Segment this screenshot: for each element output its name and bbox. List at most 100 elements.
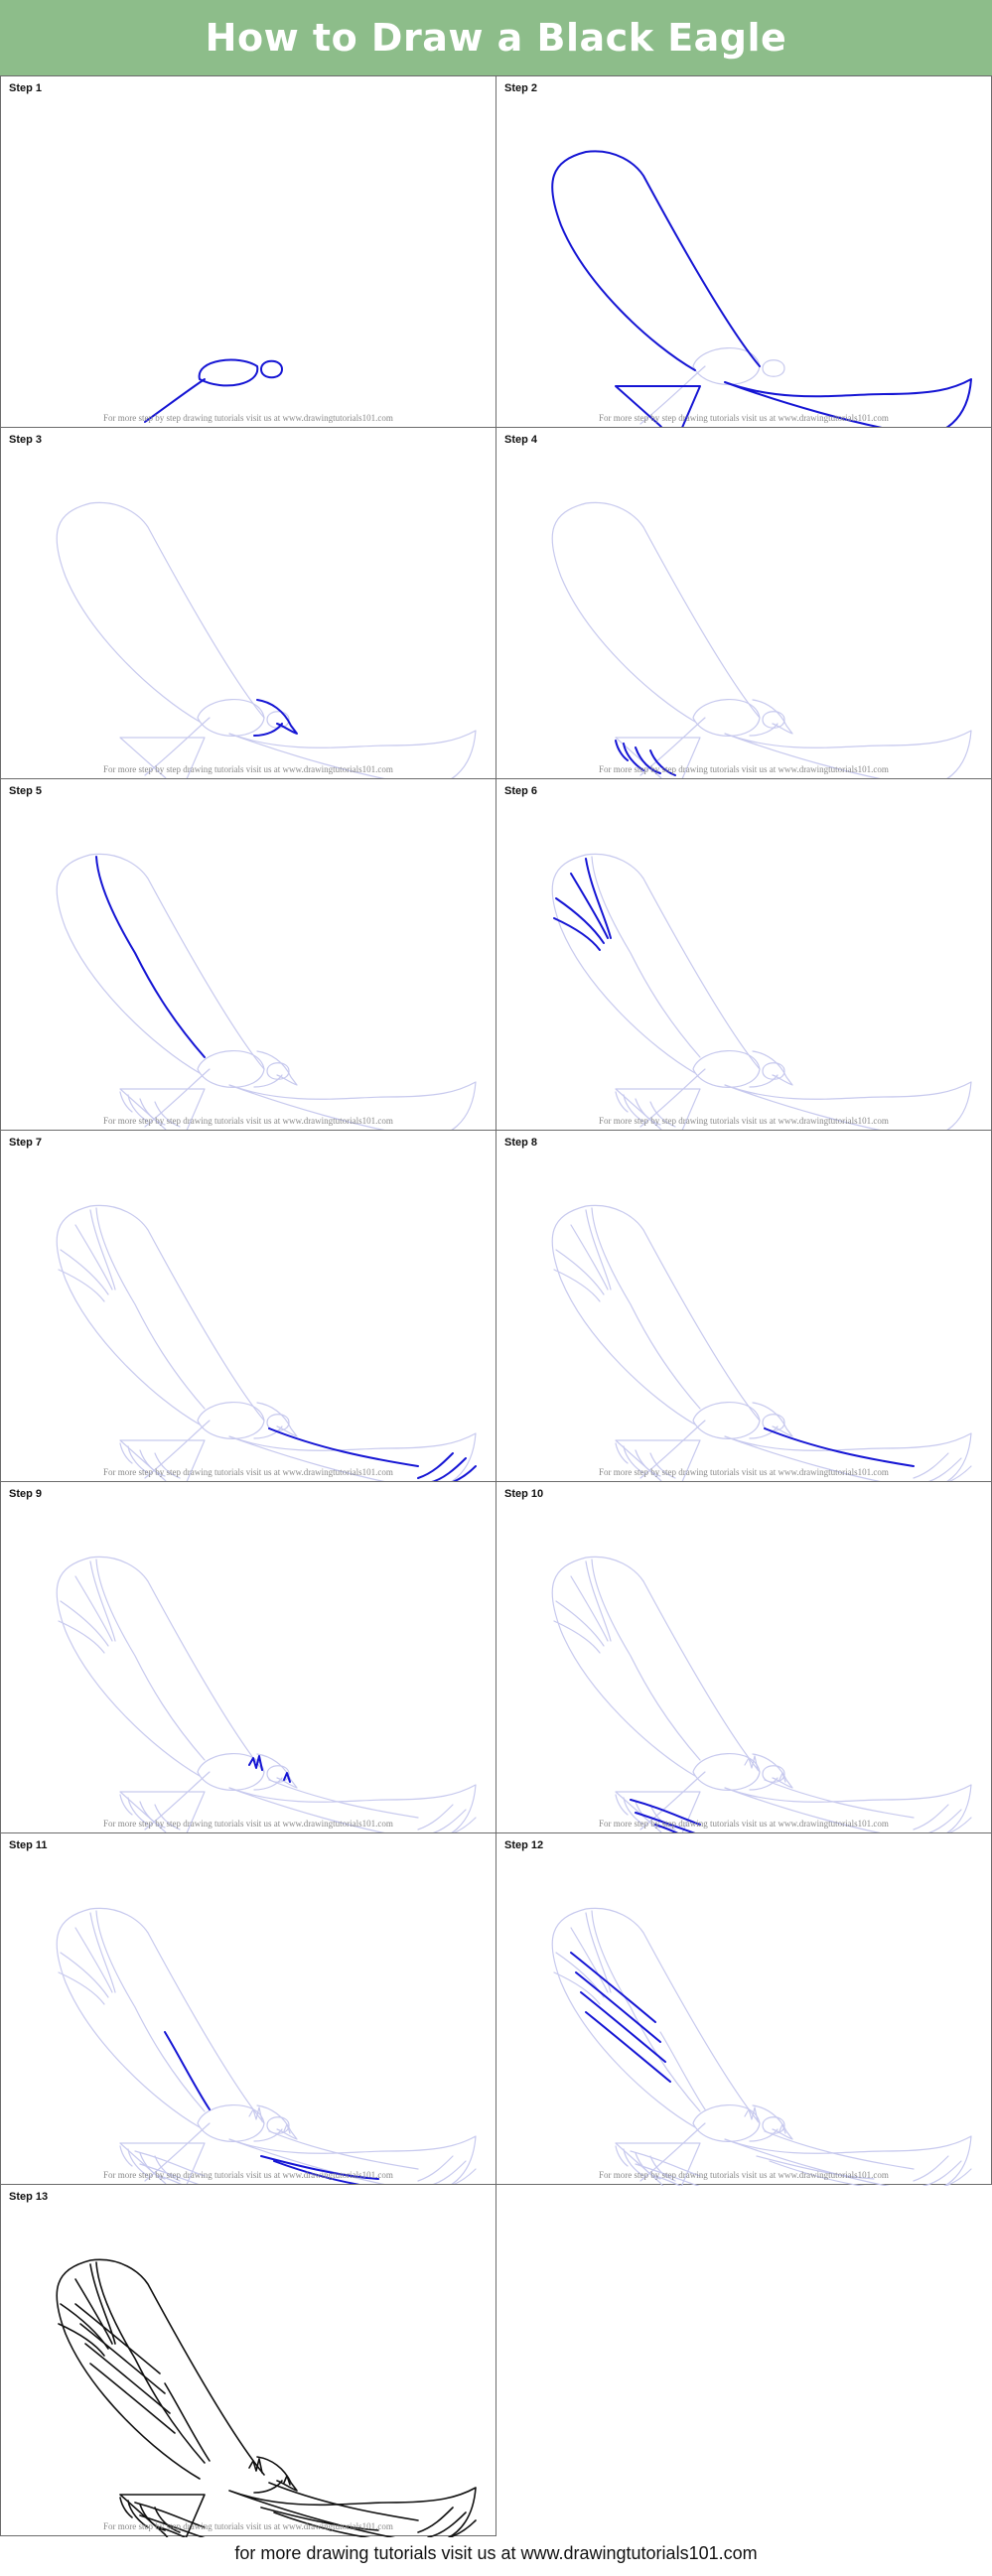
guide-stroke xyxy=(154,2155,181,2182)
guide-stroke xyxy=(256,1753,298,1789)
guide-stroke xyxy=(762,1062,785,1080)
credit-text: For more step by step drawing tutorials … xyxy=(599,764,889,774)
guide-stroke xyxy=(60,1952,109,1998)
guide-stroke xyxy=(654,2175,682,2186)
page-title: How to Draw a Black Eagle xyxy=(205,16,787,60)
guide-stroke xyxy=(585,1912,612,1993)
new-stroke xyxy=(198,358,259,387)
guide-stroke xyxy=(553,1269,601,1302)
guide-stroke xyxy=(253,1425,283,1439)
guide-stroke xyxy=(417,2155,454,2182)
guide-stroke xyxy=(591,1910,701,2112)
guide-stroke xyxy=(649,1101,676,1128)
new-stroke xyxy=(580,1991,666,2063)
new-stroke xyxy=(630,1799,701,1826)
final-stroke xyxy=(119,2497,133,2518)
guide-stroke xyxy=(570,1927,609,1993)
guide-stroke xyxy=(58,1971,105,2005)
step-label: Step 2 xyxy=(504,82,538,94)
guide-stroke xyxy=(56,1204,265,1425)
guide-stroke xyxy=(60,1249,109,1295)
guide-stroke xyxy=(56,1556,265,1777)
guide-stroke xyxy=(752,1753,793,1789)
guide-stroke xyxy=(591,1207,701,1410)
guide-stroke xyxy=(635,1098,661,1126)
eagle-drawing xyxy=(56,1907,477,2186)
step-label: Step 1 xyxy=(9,82,43,94)
guide-stroke xyxy=(555,1600,605,1647)
guide-stroke xyxy=(635,2152,661,2180)
new-stroke xyxy=(268,1427,419,1467)
final-stroke xyxy=(164,2382,211,2462)
step-panel: Step 4 For more step by step drawing tuto… xyxy=(496,427,992,780)
eagle-drawing xyxy=(551,1204,972,1483)
guide-stroke xyxy=(943,1817,972,1834)
credit-text: For more step by step drawing tutorials … xyxy=(103,2170,393,2180)
final-stroke xyxy=(427,2511,467,2537)
eagle-drawing xyxy=(56,1204,477,1483)
new-stroke xyxy=(724,378,972,429)
guide-stroke xyxy=(724,1081,972,1132)
guide-stroke xyxy=(139,1098,166,1126)
final-stroke xyxy=(417,2507,454,2533)
guide-stroke xyxy=(268,2130,419,2170)
final-stroke xyxy=(260,2507,379,2531)
guide-stroke xyxy=(89,1560,116,1642)
guide-stroke xyxy=(266,2116,290,2134)
guide-stroke xyxy=(268,1779,419,1819)
guide-stroke xyxy=(228,730,477,780)
eagle-drawing xyxy=(56,2258,477,2537)
guide-stroke xyxy=(943,2168,972,2186)
final-stroke xyxy=(134,2502,206,2528)
guide-stroke xyxy=(615,1442,629,1464)
guide-stroke xyxy=(756,2155,875,2180)
step-label: Step 10 xyxy=(504,1488,544,1500)
final-stroke xyxy=(119,2494,206,2537)
guide-stroke xyxy=(724,730,972,780)
guide-stroke xyxy=(649,1452,676,1479)
guide-stroke xyxy=(553,1971,601,2005)
guide-stroke xyxy=(635,1449,661,1477)
guide-stroke xyxy=(119,1442,133,1464)
final-stroke xyxy=(74,2278,113,2345)
guide-stroke xyxy=(551,853,761,1074)
guide-stroke xyxy=(58,1620,105,1654)
guide-stroke xyxy=(623,2148,644,2177)
eagle-drawing xyxy=(56,1556,477,1834)
guide-stroke xyxy=(256,1402,298,1437)
new-stroke xyxy=(555,897,605,944)
guide-stroke xyxy=(89,1912,116,1993)
guide-stroke xyxy=(95,1559,206,1761)
step-label: Step 3 xyxy=(9,434,43,446)
guide-stroke xyxy=(283,2123,291,2134)
final-stroke xyxy=(58,2323,105,2357)
step-label: Step 8 xyxy=(504,1137,538,1149)
guide-stroke xyxy=(154,1452,181,1479)
step-label: Step 5 xyxy=(9,785,43,797)
guide-stroke xyxy=(551,1907,761,2128)
guide-stroke xyxy=(749,2128,779,2142)
guide-stroke xyxy=(555,1249,605,1295)
guide-stroke xyxy=(749,1425,779,1439)
guide-stroke xyxy=(74,1224,113,1290)
guide-stroke xyxy=(649,2155,676,2182)
guide-stroke xyxy=(635,2163,700,2186)
step-label: Step 4 xyxy=(504,434,538,446)
guide-stroke xyxy=(779,2123,786,2134)
new-stroke xyxy=(260,2155,379,2180)
guide-stroke xyxy=(585,1209,612,1290)
guide-stroke xyxy=(623,1094,644,1123)
guide-stroke xyxy=(762,2116,785,2134)
guide-stroke xyxy=(615,2145,629,2167)
guide-stroke xyxy=(56,501,265,723)
final-stroke xyxy=(89,2263,116,2345)
guide-stroke xyxy=(943,1465,972,1483)
guide-stroke xyxy=(570,1575,609,1642)
guide-stroke xyxy=(913,1452,949,1479)
guide-stroke xyxy=(56,1907,265,2128)
guide-stroke xyxy=(764,2130,915,2170)
